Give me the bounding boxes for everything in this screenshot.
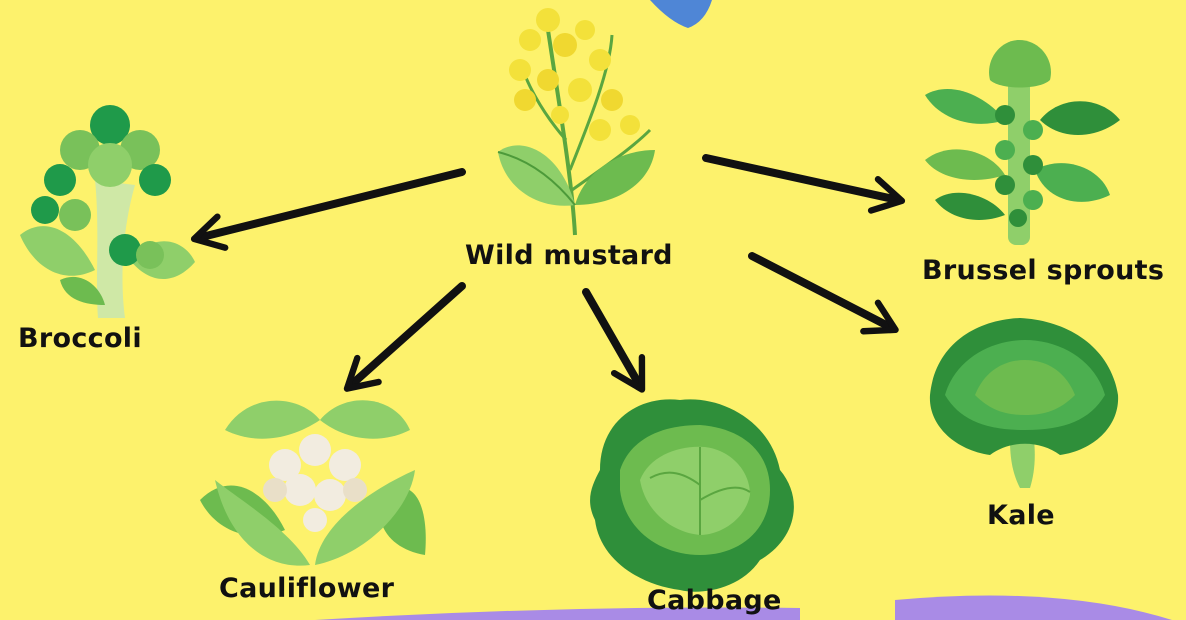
arrow-to-cauliflower xyxy=(343,282,466,392)
brussel-sprouts-icon xyxy=(925,40,1120,245)
target-label-cabbage: Cabbage xyxy=(647,585,782,616)
arrow-to-cabbage xyxy=(582,288,646,393)
arrow-to-brussel xyxy=(702,154,906,214)
target-label-broccoli: Broccoli xyxy=(18,323,142,354)
arrow-to-broccoli xyxy=(190,168,466,251)
target-label-kale: Kale xyxy=(987,500,1055,531)
arrow-to-kale xyxy=(748,252,899,335)
wild-mustard-plant-icon xyxy=(497,8,655,236)
purple-bottom-shape xyxy=(315,607,800,620)
cabbage-icon xyxy=(590,399,794,592)
purple-corner-shape xyxy=(895,595,1172,620)
kale-icon xyxy=(929,318,1119,488)
target-label-cauliflower: Cauliflower xyxy=(219,573,395,604)
broccoli-icon xyxy=(20,105,195,318)
blue-corner-shape xyxy=(650,0,712,28)
target-label-brussel-sprouts: Brussel sprouts xyxy=(922,255,1165,286)
cauliflower-icon xyxy=(200,400,426,566)
source-label-wild-mustard: Wild mustard xyxy=(465,240,673,271)
